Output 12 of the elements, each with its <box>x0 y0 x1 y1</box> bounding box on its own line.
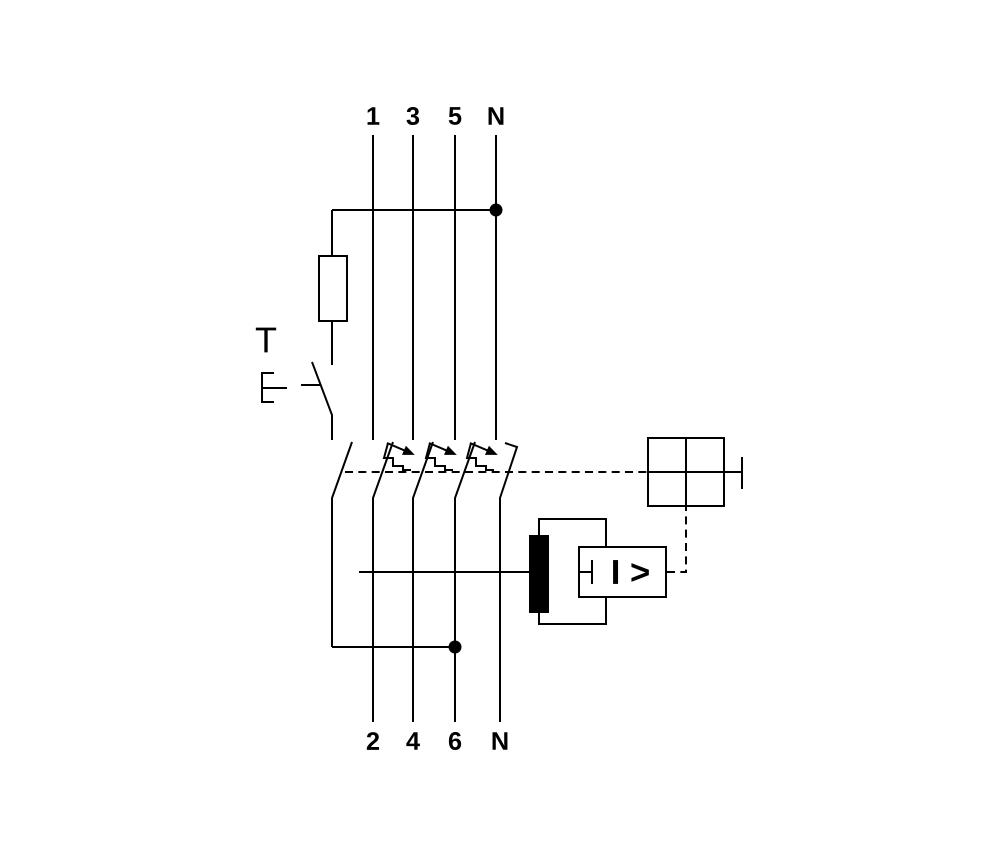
terminal-label: 4 <box>406 732 420 750</box>
terminal-label: 3 <box>406 107 420 125</box>
relay-box: I > <box>578 546 667 598</box>
test-label: T <box>256 328 276 352</box>
terminal-label: N <box>492 732 508 750</box>
terminal-label: 6 <box>448 732 462 750</box>
linkage-line <box>667 507 687 573</box>
terminal-label: 1 <box>368 107 380 125</box>
terminal-label: 2 <box>366 732 380 750</box>
trip-unit-box <box>647 437 725 507</box>
terminal-label: N <box>488 107 504 125</box>
terminal-label: 5 <box>448 107 462 125</box>
